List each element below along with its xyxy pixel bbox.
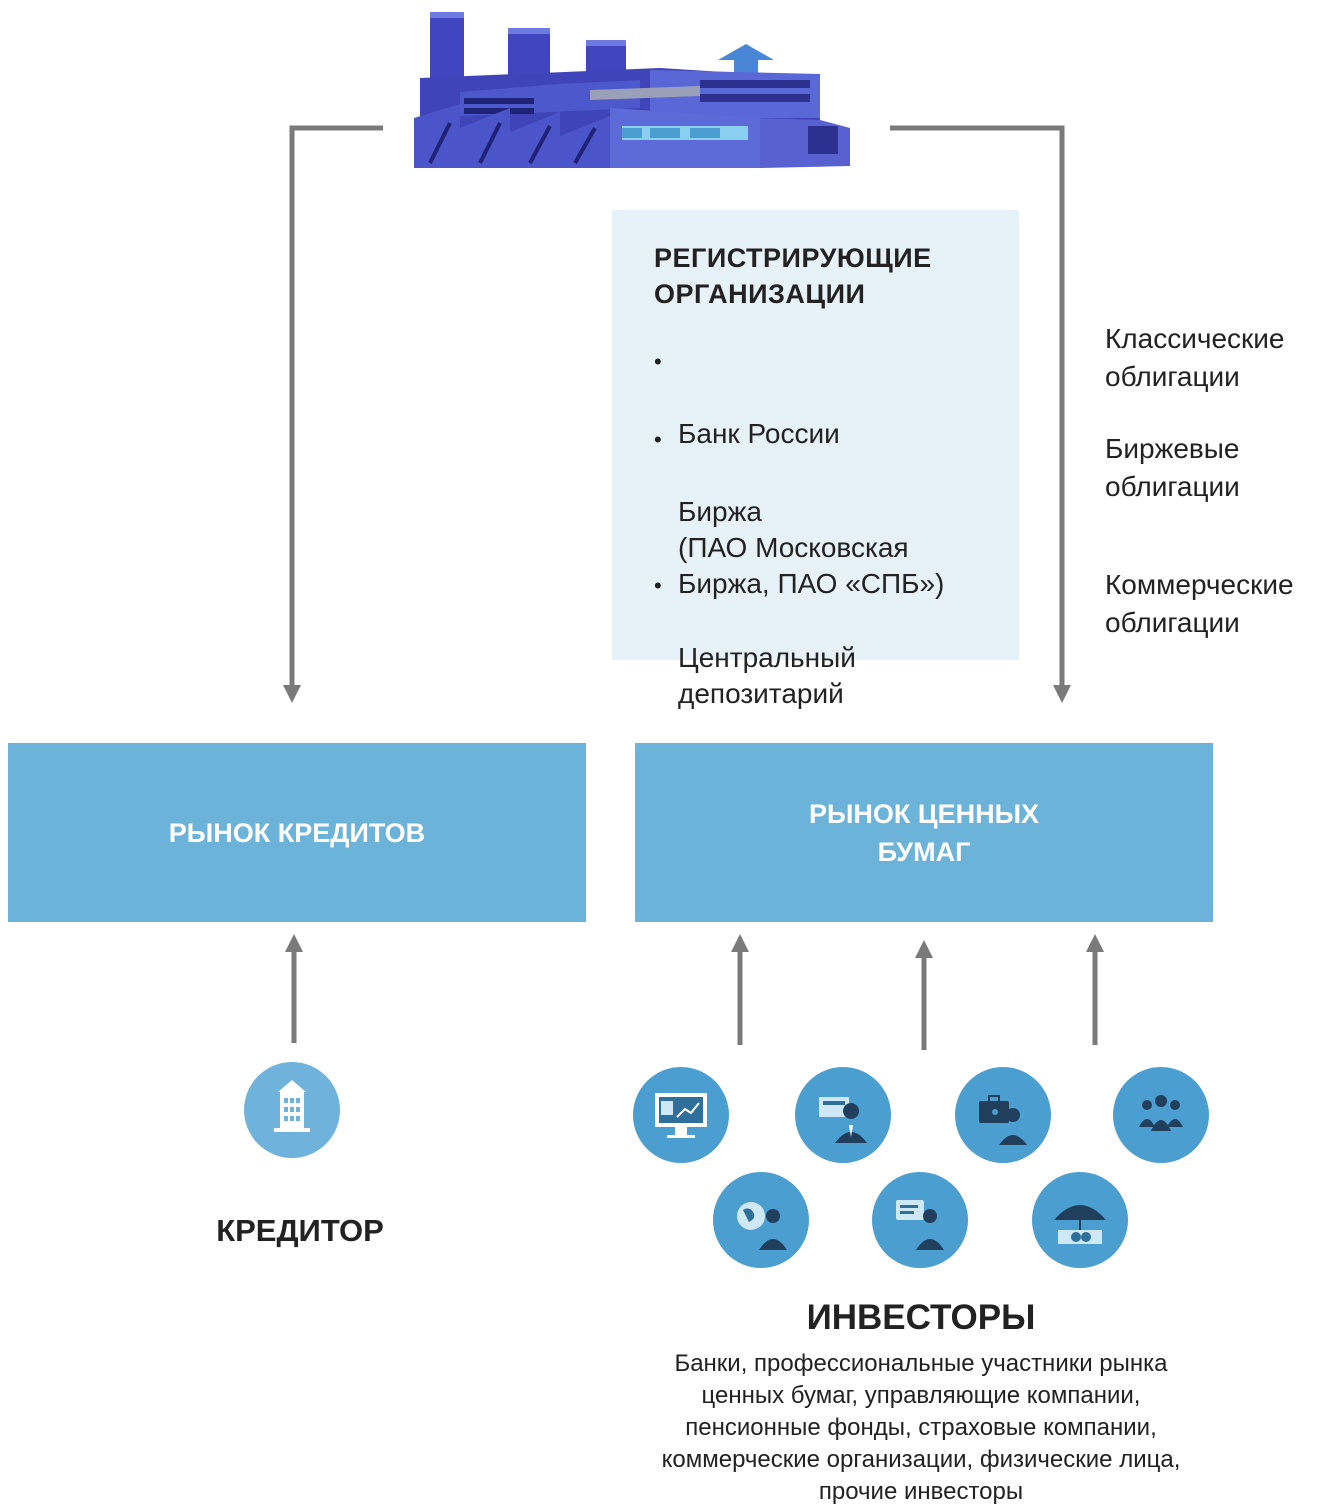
registering-org-item: • Биржа (ПАО Московская Биржа, ПАО «СПБ»…: [654, 422, 1014, 638]
securities-market-label: РЫНОК ЦЕННЫХ БУМАГ: [808, 798, 1040, 867]
group-of-people-icon: [1113, 1067, 1209, 1163]
arrowhead-up: [285, 934, 303, 952]
arrowhead-down: [1053, 685, 1071, 703]
umbrella-money-icon: [1032, 1172, 1128, 1268]
bond-type-commercial: Коммерческие облигации: [1105, 569, 1294, 638]
monitor-chart-icon: [633, 1067, 729, 1163]
credit-market-box: РЫНОК КРЕДИТОВ: [8, 743, 586, 922]
arrowhead-up: [915, 940, 933, 958]
registering-organizations-title: РЕГИСТРИРУЮЩИЕ ОРГАНИЗАЦИИ: [654, 243, 932, 309]
registering-org-label: Банк России: [678, 418, 840, 449]
issuer-to-credit-line: [289, 125, 383, 685]
investors-title: ИНВЕСТОРЫ: [806, 1298, 1036, 1337]
bond-type-exchange: Биржевые облигации: [1105, 433, 1240, 502]
arrowhead-up: [1086, 934, 1104, 952]
globe-businessman-icon: [713, 1172, 809, 1268]
registering-org-item: • Центральный депозитарий: [654, 568, 1014, 748]
credit-market-label: РЫНОК КРЕДИТОВ: [168, 817, 426, 848]
factory-icon: [414, 12, 850, 168]
registering-org-label: Центральный депозитарий: [678, 642, 856, 709]
arrowhead-down: [283, 685, 301, 703]
consultant-icon: [872, 1172, 968, 1268]
bullet: •: [654, 349, 662, 374]
arrowhead-up: [731, 934, 749, 952]
securities-market-box: РЫНОК ЦЕННЫХ БУМАГ: [635, 743, 1213, 922]
creditor-label: КРЕДИТОР: [216, 1213, 384, 1248]
registering-org-item: • Банк России: [654, 344, 1014, 488]
bullet: •: [654, 573, 662, 598]
registering-organizations-panel: РЕГИСТРИРУЮЩИЕ ОРГАНИЗАЦИИ • Банк России…: [612, 210, 1019, 709]
registering-org-label: Биржа (ПАО Московская Биржа, ПАО «СПБ»): [678, 496, 945, 599]
banker-icon: [795, 1067, 891, 1163]
briefcase-businessman-icon: [955, 1067, 1051, 1163]
bullet: •: [654, 427, 662, 452]
bond-type-classic: Классические облигации: [1105, 323, 1285, 392]
issuer-to-securities-line: [890, 125, 1065, 685]
bank-building-icon: [244, 1062, 340, 1158]
investors-description: Банки, профессиональные участники рынка …: [661, 1350, 1181, 1505]
